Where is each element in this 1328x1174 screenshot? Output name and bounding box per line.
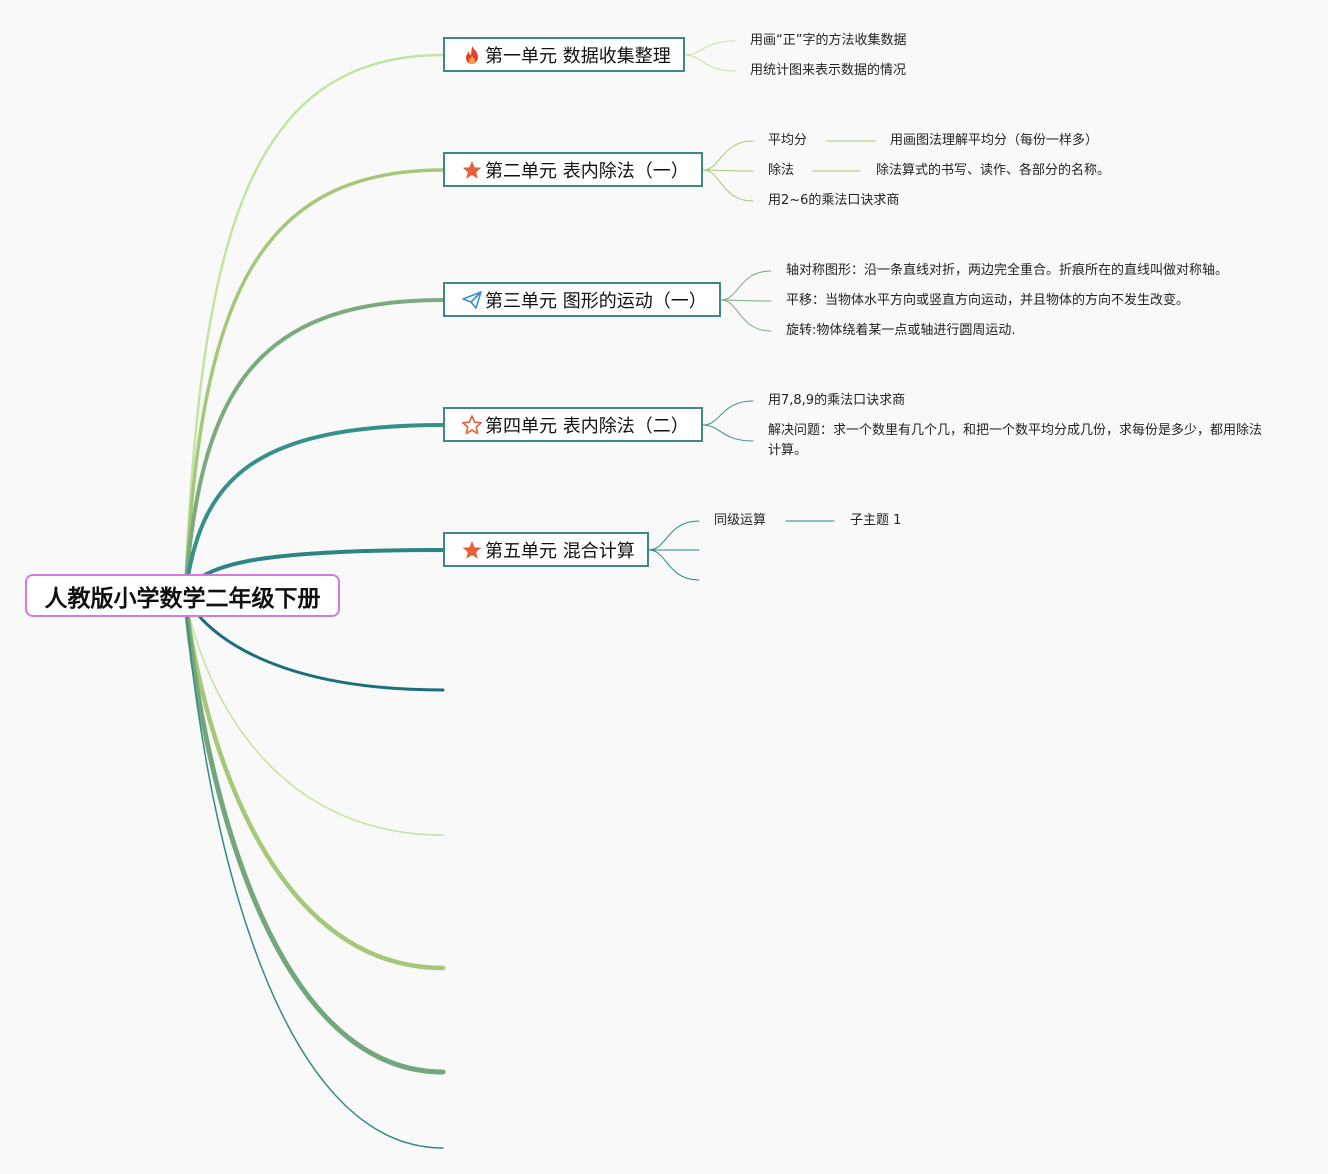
subtopic[interactable]: 用画“正”字的方法收集数据: [750, 33, 907, 48]
unit-node-1[interactable]: 第一单元 数据收集整理: [443, 37, 685, 72]
unit-title: 第二单元 表内除法（一）: [485, 160, 689, 182]
star-outline-icon: [461, 414, 483, 436]
subtopic[interactable]: 用7,8,9的乘法口诀求商: [768, 393, 906, 408]
branch-line: [183, 53, 445, 597]
unit-title: 第一单元 数据收集整理: [485, 45, 671, 67]
fire-icon: [461, 44, 483, 66]
unit-node-3[interactable]: 第三单元 图形的运动（一）: [443, 282, 721, 317]
unit-title: 第五单元 混合计算: [485, 540, 635, 562]
unit-node-2[interactable]: 第二单元 表内除法（一）: [443, 152, 703, 187]
star-filled-icon: [461, 539, 483, 561]
leaf-connector: [702, 424, 754, 442]
subtopic-detail[interactable]: 子主题 1: [850, 513, 902, 528]
leaf-connector: [720, 299, 772, 332]
branch-line: [184, 594, 444, 1149]
star-filled-icon: [461, 159, 483, 181]
leaf-connector-lines: [648, 40, 876, 581]
subtopic[interactable]: 平均分: [768, 133, 808, 148]
unit-title: 第三单元 图形的运动（一）: [485, 290, 707, 312]
subtopic[interactable]: 用统计图来表示数据的情况: [750, 63, 907, 78]
unit-node-4[interactable]: 第四单元 表内除法（二）: [443, 407, 703, 442]
subtopic[interactable]: 轴对称图形：沿一条直线对折，两边完全重合。折痕所在的直线叫做对称轴。: [786, 263, 1229, 278]
unit-node-5[interactable]: 第五单元 混合计算: [443, 532, 649, 567]
branch-line: [184, 594, 444, 836]
subtopic[interactable]: 平移：当物体水平方向或竖直方向运动，并且物体的方向不发生改变。: [786, 293, 1190, 308]
subtopic[interactable]: 用2~6的乘法口诀求商: [768, 193, 900, 208]
branch-line: [183, 168, 445, 597]
subtopic-detail[interactable]: 用画图法理解平均分（每份一样多）: [890, 133, 1099, 148]
branch-line: [183, 423, 445, 597]
leaf-connector: [702, 169, 754, 172]
root-topic[interactable]: 人教版小学数学二年级下册: [25, 574, 340, 617]
subtopic[interactable]: 解决问题：求一个数里有几个几，和把一个数平均分成几份，求每份是多少，都用除法计算…: [768, 423, 1263, 458]
branch-line: [182, 592, 446, 971]
leaf-connector: [720, 299, 772, 302]
subtopic[interactable]: 同级运算: [714, 513, 767, 528]
leaf-connector: [702, 169, 754, 202]
leaf-connector: [684, 54, 736, 72]
subtopic[interactable]: 旋转:物体绕着某一点或轴进行圆周运动.: [786, 323, 1016, 338]
branch-line: [182, 592, 446, 1075]
root-topic-label: 人教版小学数学二年级下册: [44, 585, 321, 612]
subtopic-detail[interactable]: 除法算式的书写、读作、各部分的名称。: [876, 163, 1111, 178]
leaf-connector: [720, 270, 772, 301]
leaf-connector: [684, 40, 736, 56]
subtopic[interactable]: 除法: [768, 163, 795, 178]
branch-line: [183, 298, 445, 597]
leaf-connector: [648, 549, 700, 581]
leaf-connector: [702, 140, 754, 171]
unit-title: 第四单元 表内除法（二）: [485, 415, 689, 437]
leaf-connector: [702, 400, 754, 426]
leaf-connector: [648, 520, 700, 551]
paper-plane-icon: [461, 289, 483, 311]
